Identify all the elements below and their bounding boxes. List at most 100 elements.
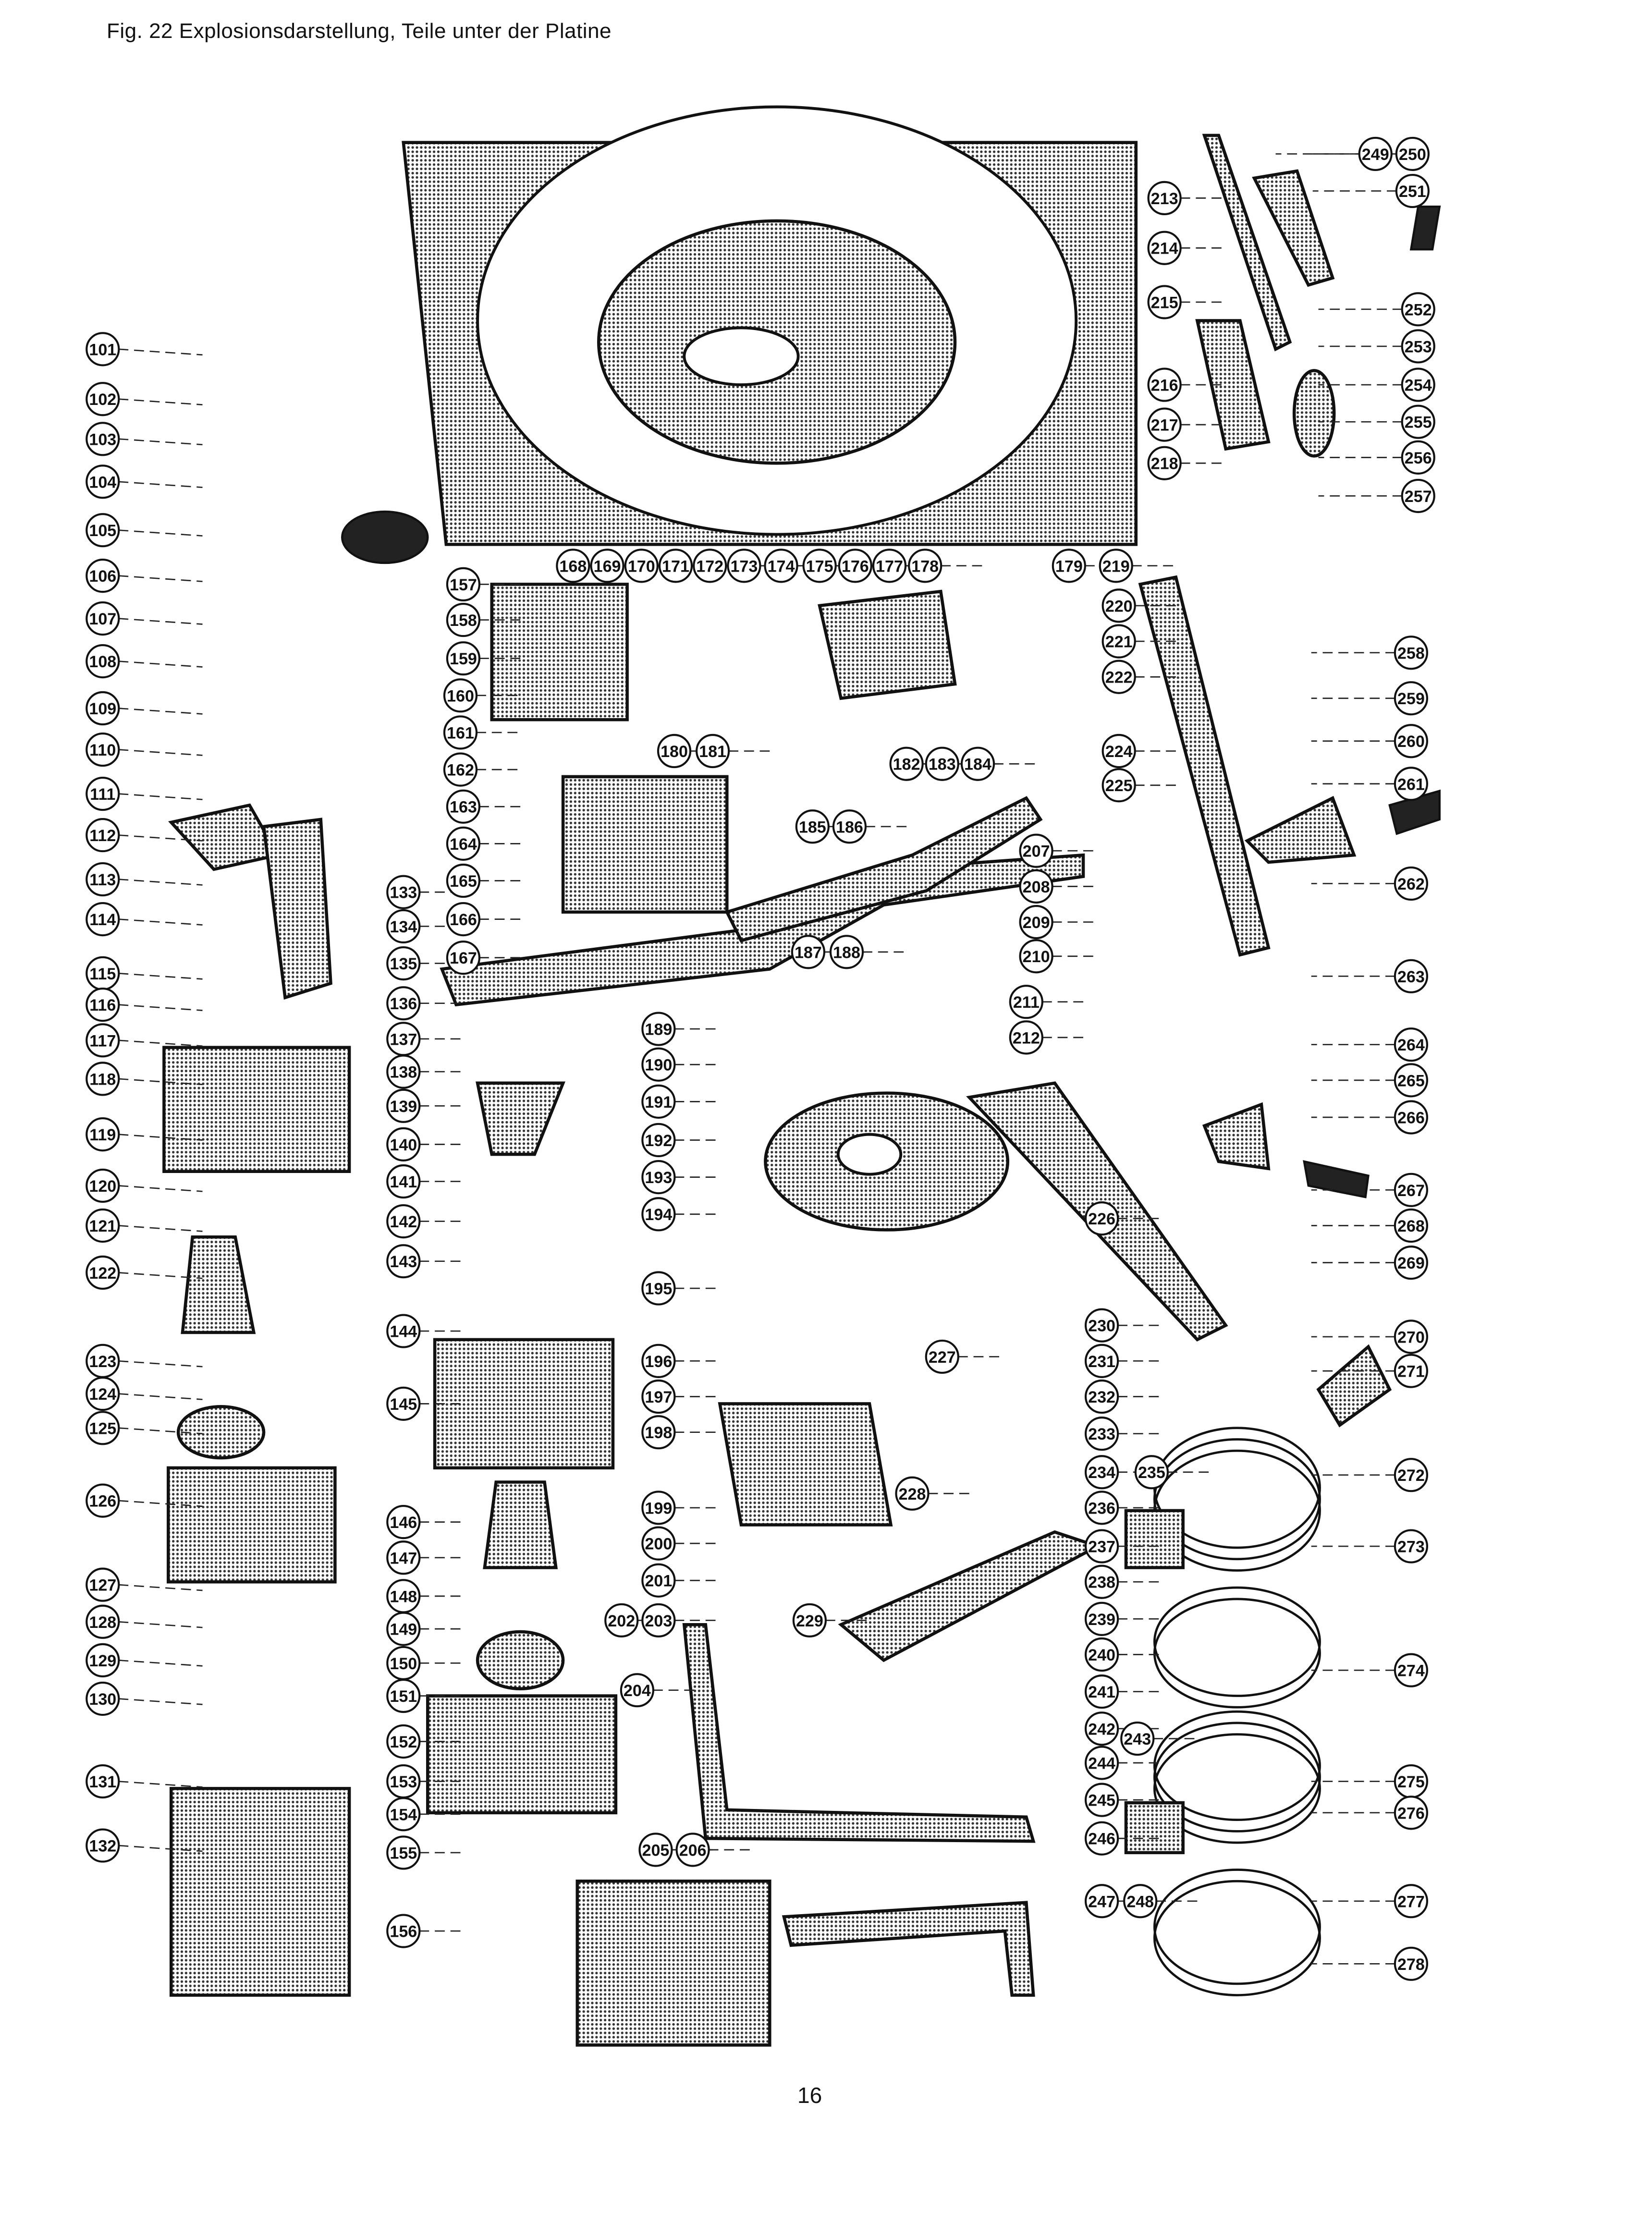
callout-221: 221 — [1101, 624, 1136, 659]
callout-circle — [386, 909, 421, 944]
callout-circle — [832, 809, 867, 844]
callout-182: 182 — [889, 746, 924, 781]
bracket-133 — [262, 818, 332, 1000]
callout-159: 159 — [446, 641, 481, 676]
callout-175: 175 — [802, 549, 837, 583]
callout-circle — [641, 1415, 676, 1450]
callout-circle — [386, 1797, 421, 1832]
callout-181: 181 — [696, 733, 730, 769]
callout-number: 174 — [768, 557, 795, 575]
callout-146: 146 — [386, 1505, 421, 1540]
callout-number: 144 — [390, 1323, 417, 1341]
callout-271: 271 — [1394, 1354, 1428, 1388]
callout-number: 265 — [1397, 1072, 1425, 1090]
callout-number: 254 — [1405, 377, 1432, 395]
callout-circle — [386, 1724, 421, 1759]
callout-circle — [1084, 1455, 1119, 1490]
callout-number: 201 — [645, 1572, 672, 1590]
arm-237 — [838, 1530, 1101, 1662]
callout-circle — [86, 422, 120, 456]
callout-circle — [1019, 904, 1053, 940]
leader-line — [118, 834, 203, 842]
callout-241: 241 — [1084, 1674, 1119, 1709]
callout-circle — [1394, 1884, 1428, 1918]
leader-line — [118, 879, 203, 886]
callout-circle — [1394, 681, 1428, 716]
callout-167: 167 — [446, 941, 481, 975]
callout-circle — [1147, 231, 1182, 265]
callout-101: 101 — [86, 332, 120, 367]
callout-circle — [1019, 869, 1053, 904]
callout-number: 160 — [447, 687, 474, 705]
callout-number: 181 — [699, 743, 726, 761]
callout-circle — [1394, 635, 1428, 670]
callout-268: 268 — [1394, 1208, 1428, 1243]
callout-circle — [641, 1526, 676, 1561]
callout-circle — [1123, 1884, 1158, 1918]
callout-number: 253 — [1405, 338, 1432, 356]
callout-211: 211 — [1009, 985, 1043, 1019]
callout-number: 238 — [1088, 1574, 1115, 1592]
leader-line — [118, 1845, 203, 1852]
callout-number: 255 — [1405, 414, 1432, 432]
callout-278: 278 — [1394, 1946, 1428, 1981]
leader-line — [118, 1360, 203, 1368]
callout-circle — [386, 1835, 421, 1870]
callout-157: 157 — [446, 567, 481, 602]
callout-number: 239 — [1088, 1611, 1115, 1629]
callout-number: 112 — [89, 827, 116, 845]
callout-number: 106 — [89, 567, 116, 586]
callout-number: 122 — [89, 1264, 116, 1283]
callout-139: 139 — [386, 1088, 421, 1123]
transformer-205 — [575, 1879, 771, 2047]
callout-203: 203 — [641, 1603, 676, 1637]
callout-number: 102 — [89, 391, 116, 409]
callout-114: 114 — [86, 902, 120, 937]
callout-circle — [802, 549, 837, 583]
callout-circle — [693, 549, 727, 583]
callout-number: 115 — [89, 965, 116, 983]
callout-circle — [1101, 588, 1136, 623]
callout-103: 103 — [86, 422, 120, 456]
callout-circle — [86, 818, 120, 853]
callout-circle — [1394, 1063, 1428, 1098]
callout-164: 164 — [446, 826, 481, 861]
callout-circle — [1101, 733, 1136, 769]
callout-176: 176 — [838, 549, 872, 583]
callout-247: 247 — [1084, 1884, 1119, 1918]
callout-195: 195 — [641, 1271, 676, 1306]
callout-number: 278 — [1397, 1955, 1425, 1974]
callout-circle — [1084, 1417, 1119, 1451]
callout-number: 132 — [89, 1837, 116, 1856]
callout-number: 104 — [89, 473, 116, 491]
callout-107: 107 — [86, 601, 120, 636]
callout-number: 105 — [89, 522, 116, 540]
callout-189: 189 — [641, 1012, 676, 1046]
callout-number: 269 — [1397, 1254, 1425, 1272]
callout-156: 156 — [386, 1914, 421, 1948]
callout-number: 165 — [450, 872, 477, 891]
callout-circle — [386, 1204, 421, 1239]
leader-line — [118, 1427, 203, 1434]
callout-circle — [1394, 1796, 1428, 1830]
callout-number: 101 — [89, 341, 116, 359]
callout-166: 166 — [446, 902, 481, 937]
callout-circle — [1084, 1821, 1119, 1856]
callout-circle — [86, 332, 120, 367]
callout-273: 273 — [1394, 1529, 1428, 1564]
callout-208: 208 — [1019, 869, 1053, 904]
callout-123: 123 — [86, 1344, 120, 1378]
callout-205: 205 — [638, 1833, 673, 1867]
callout-circle — [86, 601, 120, 636]
callout-circle — [641, 1047, 676, 1082]
callout-number: 158 — [450, 611, 477, 630]
callout-circle — [641, 1563, 676, 1598]
bearing-141 — [476, 1081, 565, 1156]
callout-116: 116 — [86, 988, 120, 1022]
callout-number: 230 — [1088, 1317, 1115, 1335]
callout-172: 172 — [693, 549, 727, 583]
callout-number: 261 — [1397, 775, 1425, 794]
callout-circle — [696, 733, 730, 769]
callout-161: 161 — [443, 715, 478, 750]
callout-217: 217 — [1147, 407, 1182, 442]
